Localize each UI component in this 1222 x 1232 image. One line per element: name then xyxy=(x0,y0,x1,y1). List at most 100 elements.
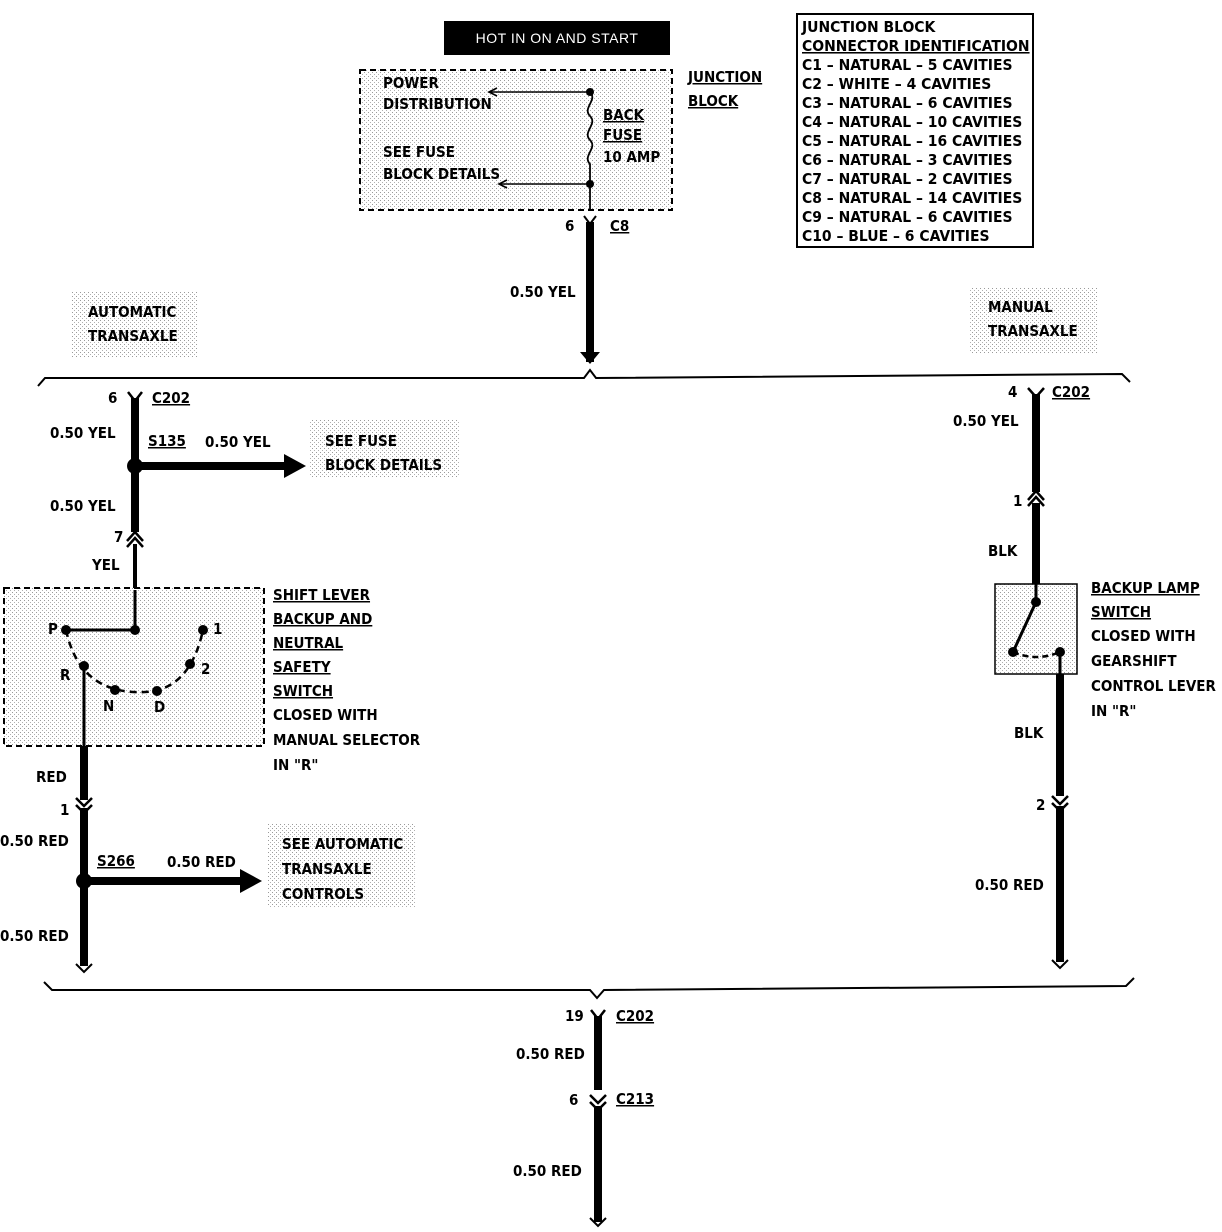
switch-label-6: CLOSED WITH xyxy=(273,706,378,724)
reference-label-2: BLOCK DETAILS xyxy=(325,456,442,474)
backup-lamp-switch: BACKUP LAMP SWITCH CLOSED WITH GEARSHIFT… xyxy=(994,579,1217,720)
reference-label-1: SEE AUTOMATIC xyxy=(282,835,403,853)
connector-label: C202 xyxy=(152,389,190,407)
wire-label: RED xyxy=(36,768,67,786)
wire-label: 0.50 RED xyxy=(0,927,69,945)
automatic-transaxle-label: AUTOMATIC TRANSAXLE xyxy=(72,292,198,358)
c8-connector-label: C8 xyxy=(610,217,629,235)
arrow-right-icon xyxy=(284,454,306,478)
splice-dot xyxy=(586,88,594,96)
switch-label-7: MANUAL SELECTOR xyxy=(273,731,421,749)
junction-block-label-2: BLOCK xyxy=(688,92,739,110)
switch-label-3: CLOSED WITH xyxy=(1091,627,1196,645)
reference-label-2: TRANSAXLE xyxy=(282,860,372,878)
switch-label-3: NEUTRAL xyxy=(273,634,344,652)
switch-label-5: CONTROL LEVER xyxy=(1091,677,1217,695)
switch-label-5: SWITCH xyxy=(273,682,333,700)
splice-label: S266 xyxy=(97,852,135,870)
lower-bus-brace xyxy=(43,977,1135,1000)
switch-label-1: BACKUP LAMP xyxy=(1091,579,1200,597)
wire-end xyxy=(75,963,93,974)
wire-label: BLK xyxy=(1014,724,1044,742)
switch-label-4: GEARSHIFT xyxy=(1091,652,1177,670)
connector-label: C202 xyxy=(616,1007,654,1025)
connector-symbol xyxy=(126,530,144,542)
back-fuse-label-1: BACK xyxy=(603,106,645,124)
manual-transaxle-label: MANUAL TRANSAXLE xyxy=(970,288,1098,354)
position-label-n: N xyxy=(103,697,114,715)
arrow-down-icon xyxy=(580,352,600,364)
upper-bus-brace xyxy=(37,368,1131,387)
reference-label-3: CONTROLS xyxy=(282,885,364,903)
table-row: C6 – NATURAL – 3 CAVITIES xyxy=(802,151,1013,169)
arrow-right-icon xyxy=(240,869,262,893)
arrow-left-icon xyxy=(497,179,508,189)
table-row: C1 – NATURAL – 5 CAVITIES xyxy=(802,56,1013,74)
position-label-d: D xyxy=(154,698,165,716)
title-bar: HOT IN ON AND START xyxy=(444,21,670,55)
wire-label: 0.50 YEL xyxy=(510,283,576,301)
power-distribution-label-1: POWER xyxy=(383,74,439,92)
connector-symbol xyxy=(1051,795,1069,806)
automatic-branch: 6 C202 0.50 YEL S135 0.50 YEL SEE FUSE B… xyxy=(50,389,460,590)
wire-label: 0.50 RED xyxy=(516,1045,585,1063)
pin-number: 19 xyxy=(565,1007,584,1025)
pin-number: 4 xyxy=(1008,383,1017,401)
pin-number: 2 xyxy=(1036,796,1045,814)
switch-label-1: SHIFT LEVER xyxy=(273,586,371,604)
section-label-1: MANUAL xyxy=(988,298,1053,316)
section-label-1: AUTOMATIC xyxy=(88,303,177,321)
wire-label: 0.50 YEL xyxy=(50,497,116,515)
wire-label: YEL xyxy=(91,556,120,574)
wire-label: 0.50 RED xyxy=(513,1162,582,1180)
see-fuse-reference: SEE FUSE BLOCK DETAILS xyxy=(310,420,460,478)
switch-label-4: SAFETY xyxy=(273,658,331,676)
switch-label-8: IN "R" xyxy=(273,756,318,774)
table-row: C2 – WHITE – 4 CAVITIES xyxy=(802,75,991,93)
connector-symbol xyxy=(589,1094,607,1105)
splice-label: S135 xyxy=(148,432,186,450)
c8-pin-number: 6 xyxy=(565,217,574,235)
table-row: C10 – BLUE – 6 CAVITIES xyxy=(802,227,990,245)
pin-number: 1 xyxy=(1013,492,1022,510)
connector-symbol xyxy=(1027,489,1045,501)
connector-symbol xyxy=(75,797,93,808)
wire-label: 0.50 RED xyxy=(0,832,69,850)
junction-block: POWER DISTRIBUTION SEE FUSE BLOCK DETAIL… xyxy=(359,68,762,235)
shift-lever-switch: P R N D 2 1 SHIFT LEVER BACKUP AND NEUTR… xyxy=(3,586,421,774)
table-row: C3 – NATURAL – 6 CAVITIES xyxy=(802,94,1013,112)
power-distribution-label-2: DISTRIBUTION xyxy=(383,95,492,113)
switch-label-2: BACKUP AND xyxy=(273,610,372,628)
switch-label-2: SWITCH xyxy=(1091,603,1151,621)
see-fuse-label-2: BLOCK DETAILS xyxy=(383,165,500,183)
table-row: C5 – NATURAL – 16 CAVITIES xyxy=(802,132,1022,150)
section-label-2: TRANSAXLE xyxy=(988,322,1078,340)
wire-label: 0.50 YEL xyxy=(205,433,271,451)
pin-number: 1 xyxy=(60,801,69,819)
table-row: C7 – NATURAL – 2 CAVITIES xyxy=(802,170,1013,188)
wire-label: BLK xyxy=(988,542,1018,560)
title-text: HOT IN ON AND START xyxy=(476,30,639,46)
wire-end xyxy=(589,1217,607,1228)
back-fuse-label-2: FUSE xyxy=(603,126,642,144)
connector-label: C202 xyxy=(1052,383,1090,401)
table-row: C9 – NATURAL – 6 CAVITIES xyxy=(802,208,1013,226)
wire-end xyxy=(1051,959,1069,970)
pin-number: 6 xyxy=(569,1091,578,1109)
connector-table: JUNCTION BLOCK CONNECTOR IDENTIFICATION … xyxy=(796,13,1034,248)
manual-branch: 4 C202 0.50 YEL 1 BLK xyxy=(953,383,1090,584)
wire-label: 0.50 YEL xyxy=(953,412,1019,430)
position-label-p: P xyxy=(48,620,58,638)
automatic-branch-lower: RED 1 0.50 RED S266 0.50 RED SEE AUTOMAT… xyxy=(0,746,416,974)
wire-label: 0.50 YEL xyxy=(50,424,116,442)
junction-block-label-1: JUNCTION xyxy=(687,68,762,86)
position-label-1: 1 xyxy=(213,620,222,638)
position-label-r: R xyxy=(60,666,71,684)
see-fuse-label-1: SEE FUSE xyxy=(383,143,455,161)
fuse-rating-label: 10 AMP xyxy=(603,148,660,166)
output-wire: 19 C202 0.50 RED 6 C213 0.50 RED xyxy=(513,1007,654,1228)
splice-dot xyxy=(586,180,594,188)
arrow-left-icon xyxy=(487,87,498,97)
connector-label: C213 xyxy=(616,1090,654,1108)
